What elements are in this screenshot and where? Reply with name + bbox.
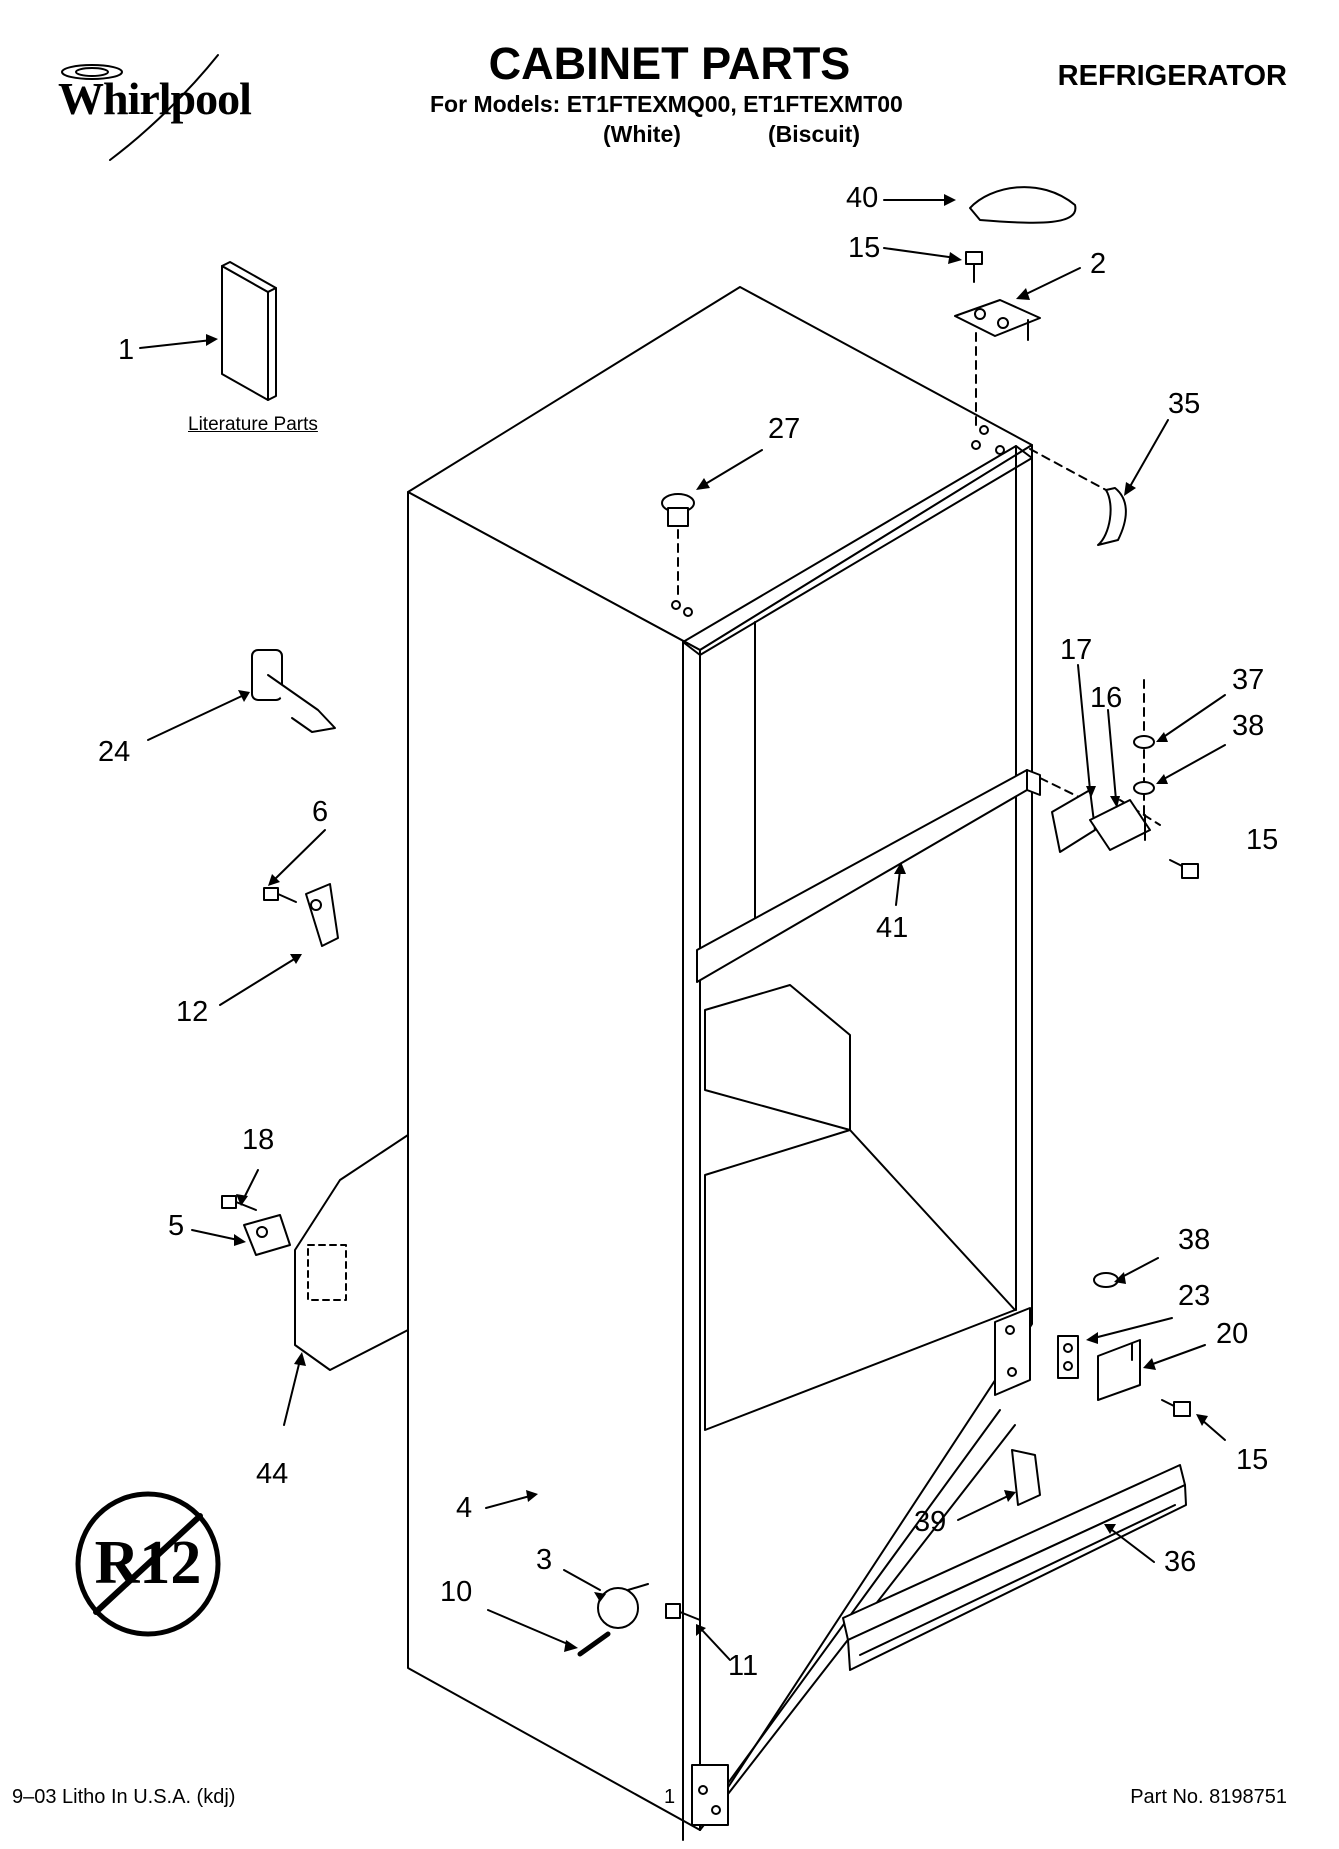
callout-35: 35	[1168, 388, 1201, 420]
callout-24: 24	[98, 736, 131, 768]
part-23-shim	[1057, 1335, 1079, 1379]
callout-39: 39	[914, 1506, 947, 1538]
callout-20: 20	[1216, 1318, 1249, 1350]
part-17-bracket	[1051, 789, 1096, 853]
callout-11: 11	[728, 1650, 759, 1682]
callout-2: 2	[1090, 248, 1107, 280]
callout-4: 4	[456, 1492, 473, 1524]
leader-lines	[139, 199, 1226, 1661]
part-20-hinge-bottom	[1097, 1339, 1141, 1401]
part-6-screw	[263, 887, 297, 903]
callout-10: 10	[440, 1576, 473, 1608]
r12-badge-text: R12	[94, 1529, 202, 1597]
callout-16: 16	[1090, 682, 1123, 714]
logo-swirl	[61, 54, 219, 161]
callout-15-bottom: 15	[1236, 1444, 1269, 1476]
callout-1: 1	[118, 334, 135, 366]
refrigerator-cabinet	[294, 286, 1041, 1841]
part-39-clip	[1011, 1449, 1041, 1506]
part-37-washer	[1133, 735, 1155, 749]
part-5-clamp	[243, 1214, 291, 1256]
appliance-type: REFRIGERATOR	[1057, 60, 1287, 92]
footer-page-number: 1	[664, 1786, 676, 1808]
callout-5: 5	[168, 1210, 185, 1242]
callout-12: 12	[176, 996, 209, 1028]
callout-18: 18	[242, 1124, 275, 1156]
arrow-heads	[206, 194, 1208, 1652]
part-11-bolt	[665, 1603, 701, 1621]
part-15-screw-top	[965, 251, 983, 283]
part-15-screw-bottom	[1161, 1399, 1191, 1417]
literature-parts-label: Literature Parts	[188, 414, 318, 435]
r12-badge	[75, 1491, 221, 1637]
callout-41: 41	[876, 912, 909, 944]
part-38-washer-lower	[1093, 1272, 1119, 1288]
part-12-clip	[305, 883, 339, 947]
page-title: CABINET PARTS	[488, 38, 851, 89]
models-line: For Models: ET1FTEXMQ00, ET1FTEXMT00	[430, 91, 903, 117]
brand-wordmark: Whirlpool	[58, 73, 252, 124]
callout-3: 3	[536, 1544, 553, 1576]
part-38-washer	[1133, 781, 1155, 795]
callout-44: 44	[256, 1458, 289, 1490]
callout-37: 37	[1232, 664, 1265, 696]
part-36-kickplate	[842, 1464, 1187, 1671]
part-10-pin	[577, 1631, 611, 1657]
brand-logo: Whirlpool	[58, 72, 252, 125]
part-18-screw	[221, 1195, 257, 1211]
part-2-hinge-top	[954, 299, 1041, 341]
callout-23: 23	[1178, 1280, 1211, 1312]
callout-15: 15	[848, 232, 881, 264]
part-40-cap	[969, 186, 1077, 224]
part-35-hinge-cover	[1097, 487, 1127, 546]
part-24-pin	[251, 649, 336, 733]
callout-6: 6	[312, 796, 329, 828]
callout-17: 17	[1060, 634, 1093, 666]
footer-part-number: Part No. 8198751	[1130, 1786, 1287, 1808]
variant-biscuit: (Biscuit)	[768, 121, 860, 147]
callout-27: 27	[768, 413, 801, 445]
part-3-roller	[597, 1583, 649, 1629]
part-27-plug	[661, 493, 695, 527]
callout-38: 38	[1232, 710, 1265, 742]
footer-litho: 9–03 Litho In U.S.A. (kdj)	[12, 1786, 236, 1808]
part-15-screw-mid	[1169, 859, 1199, 879]
part-16-hinge	[1089, 799, 1151, 851]
callout-36: 36	[1164, 1546, 1197, 1578]
callout-38-lower: 38	[1178, 1224, 1211, 1256]
variant-white: (White)	[603, 121, 681, 147]
literature-booklet	[221, 261, 277, 401]
callout-40: 40	[846, 182, 879, 214]
callout-15-mid: 15	[1246, 824, 1279, 856]
